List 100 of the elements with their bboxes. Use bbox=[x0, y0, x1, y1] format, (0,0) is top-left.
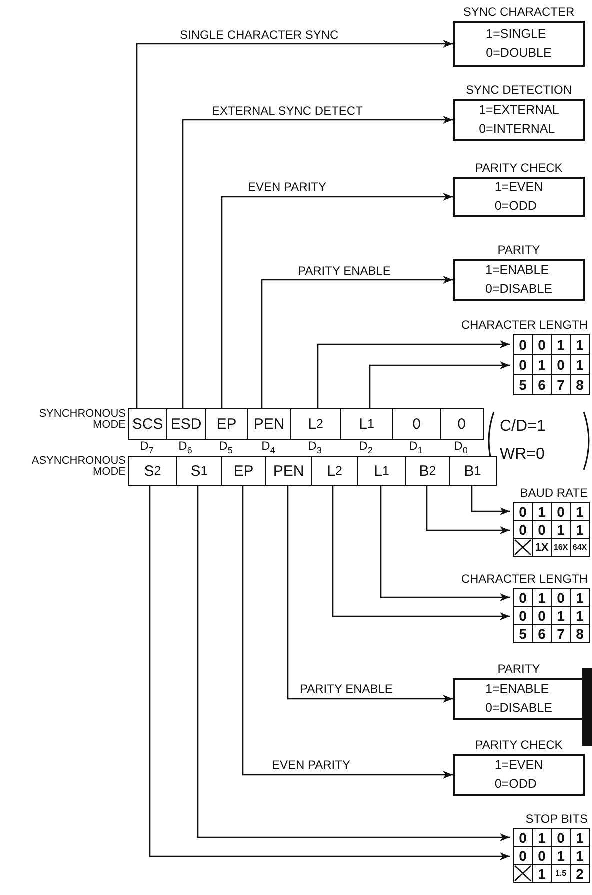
table-cell: 1 bbox=[532, 864, 552, 882]
connector-arrow bbox=[471, 486, 510, 516]
table-cell: 1 bbox=[532, 502, 552, 520]
table-cell: 0 bbox=[514, 606, 532, 624]
table-cell: 0 bbox=[532, 334, 552, 354]
table-cell: 0 bbox=[532, 846, 552, 864]
table-cell: 1 bbox=[570, 354, 590, 374]
table-cell: 1 bbox=[570, 520, 590, 538]
mode-label: ASYNCHRONOUS MODE bbox=[30, 456, 126, 478]
bit-cell: 0 bbox=[392, 408, 442, 440]
table-cell: 64X bbox=[570, 538, 590, 556]
bit-number: D$_{1}$ bbox=[408, 440, 424, 453]
table-cell: 0 bbox=[552, 588, 570, 606]
table-cell: 1 bbox=[570, 588, 590, 606]
table-cell: 1 bbox=[570, 502, 590, 520]
table-cell: 8 bbox=[570, 624, 590, 642]
table-cell: 1 bbox=[570, 606, 590, 624]
table-cell: 5 bbox=[514, 374, 532, 394]
table-cell: 1 bbox=[532, 354, 552, 374]
table-heading: STOP BITS bbox=[524, 812, 588, 826]
box-heading: SYNC CHARACTER bbox=[462, 5, 576, 19]
bit-number: D$_{4}$ bbox=[260, 440, 276, 453]
bit-number: D$_{6}$ bbox=[178, 440, 194, 453]
table-cell: 0 bbox=[514, 334, 532, 354]
table-cell: 1 bbox=[552, 334, 570, 354]
box-heading: PARITY bbox=[496, 662, 542, 676]
option-text: 1=ENABLE 0=DISABLE bbox=[485, 681, 553, 717]
connector-arrow bbox=[317, 340, 510, 408]
bit-cell: EP bbox=[221, 456, 266, 486]
edge-label: EXTERNAL SYNC DETECT bbox=[212, 104, 363, 118]
table-cell: 8 bbox=[570, 374, 590, 394]
table-cell: 5 bbox=[514, 624, 532, 642]
bit-number: D$_{3}$ bbox=[307, 440, 323, 453]
bit-number: D$_{0}$ bbox=[453, 440, 469, 453]
connector-arrow bbox=[136, 40, 453, 408]
edge-label: PARITY ENABLE bbox=[298, 264, 391, 278]
table-cell: 0 bbox=[552, 828, 570, 846]
connector-arrow bbox=[149, 486, 510, 860]
option-text: 1=EXTERNAL 0=INTERNAL bbox=[479, 102, 559, 138]
table-cell: 0 bbox=[552, 502, 570, 520]
table-cell: 0 bbox=[514, 828, 532, 846]
bit-cell: 0 bbox=[440, 408, 484, 440]
option-text: 1=EVEN 0=ODD bbox=[494, 757, 544, 793]
bit-number: D$_{5}$ bbox=[218, 440, 234, 453]
edge-label: SINGLE CHARACTER SYNC bbox=[180, 28, 339, 42]
table-heading: CHARACTER LENGTH bbox=[460, 318, 588, 332]
edge-label: EVEN PARITY bbox=[272, 758, 350, 772]
connector-arrow bbox=[197, 486, 510, 842]
table-cell: 2 bbox=[570, 864, 590, 882]
connector-arrow bbox=[380, 486, 510, 602]
connector-arrow bbox=[369, 362, 510, 408]
condition-label: C/D=1 bbox=[500, 418, 546, 436]
table-cell: 1 bbox=[570, 334, 590, 354]
edge-label: EVEN PARITY bbox=[248, 180, 326, 194]
edge-label: PARITY ENABLE bbox=[300, 682, 393, 696]
table-cell: 6 bbox=[532, 624, 552, 642]
bit-cell: SCS bbox=[128, 408, 168, 440]
bit-cell: EP bbox=[205, 408, 248, 440]
table-cell: 1 bbox=[552, 846, 570, 864]
table-cell: 1 bbox=[552, 520, 570, 538]
table-cell: 0 bbox=[532, 520, 552, 538]
bit-number: D$_{2}$ bbox=[358, 440, 374, 453]
condition-label: WR=0 bbox=[500, 446, 545, 464]
table-cell: 0 bbox=[532, 606, 552, 624]
box-heading: SYNC DETECTION bbox=[464, 83, 573, 97]
bit-number: D$_{7}$ bbox=[139, 440, 155, 453]
table-cell: 1 bbox=[532, 828, 552, 846]
table-cell: 1 bbox=[570, 846, 590, 864]
option-text: 1=SINGLE 0=DOUBLE bbox=[486, 26, 552, 62]
table-cell: 1.5 bbox=[552, 864, 570, 882]
box-heading: PARITY bbox=[496, 243, 542, 257]
table-heading: BAUD RATE bbox=[519, 486, 588, 500]
bit-cell: ESD bbox=[166, 408, 206, 440]
table-cell: 1 bbox=[532, 588, 552, 606]
table-cell: 1X bbox=[532, 538, 552, 556]
table-cell: 16X bbox=[552, 538, 570, 556]
connector-arrow bbox=[426, 486, 510, 534]
table-cell: 0 bbox=[552, 354, 570, 374]
table-cell: 0 bbox=[514, 354, 532, 374]
table-cell: 7 bbox=[552, 374, 570, 394]
connector-arrow bbox=[287, 486, 453, 703]
connector-arrow bbox=[182, 116, 453, 408]
table-cell: 7 bbox=[552, 624, 570, 642]
table-cell: 0 bbox=[514, 846, 532, 864]
connector-arrow bbox=[242, 486, 453, 779]
table-cell: 0 bbox=[514, 502, 532, 520]
table-cell: 6 bbox=[532, 374, 552, 394]
connector-arrow bbox=[221, 193, 453, 408]
connector-arrow bbox=[332, 486, 510, 620]
mode-label: SYNCHRONOUS MODE bbox=[38, 409, 126, 431]
table-heading: CHARACTER LENGTH bbox=[460, 572, 588, 586]
table-cell: 1 bbox=[552, 606, 570, 624]
connector-arrow bbox=[261, 276, 453, 408]
option-text: 1=EVEN 0=ODD bbox=[494, 179, 544, 215]
option-text: 1=ENABLE 0=DISABLE bbox=[485, 262, 553, 298]
bit-cell: PEN bbox=[265, 456, 312, 486]
table-cell: 0 bbox=[514, 520, 532, 538]
table-cell: 0 bbox=[514, 588, 532, 606]
bit-cell: PEN bbox=[247, 408, 292, 440]
box-heading: PARITY CHECK bbox=[474, 738, 564, 752]
